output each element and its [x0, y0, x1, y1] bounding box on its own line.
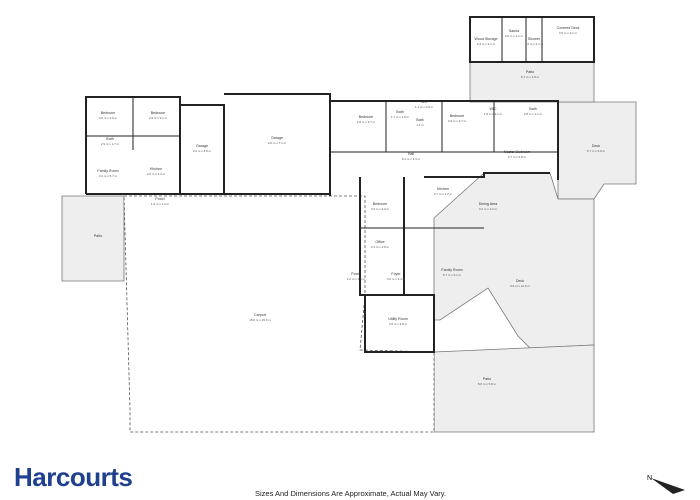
room-dims-bedroom-west-1: 3.6 m x 2.6 m	[99, 116, 118, 120]
room-dims-deck-big: 9.6 m x 12.0 m	[510, 284, 530, 288]
room-dims-patio-top: 6.7 m x 2.8 m	[521, 75, 540, 79]
room-dims-shower: 1.2 m x 2.1 m	[525, 42, 544, 46]
room-dims-bedroom-east: 2.9 m x 3.7 m	[448, 119, 467, 123]
disclaimer-text: Sizes And Dimensions Are Approximate, Ac…	[255, 489, 447, 498]
room-label-foyer: Foyer	[391, 272, 401, 276]
room-label-carport: Carport	[254, 313, 266, 317]
room-label-hall: Hall	[408, 152, 414, 156]
room-dims-bedroom-west-2: 2.9 m x 3.1 m	[149, 116, 168, 120]
room-label-bath-west: Bath	[106, 137, 113, 141]
room-label-family-middle: Family Room	[441, 268, 462, 272]
patio-top-area	[469, 61, 595, 103]
room-dims-bath-central: 1.7 m x 1.6 m	[391, 115, 410, 119]
room-label-porch-west: Porch	[155, 197, 164, 201]
room-label-office: Office	[375, 240, 384, 244]
room-label-kitchen-west: Kitchen	[150, 167, 162, 171]
room-dims-master-bedroom: 3.7 m x 3.8 m	[508, 155, 527, 159]
patio-west-area	[61, 195, 125, 282]
carport-area	[123, 195, 435, 433]
room-dims-wic: 1.8 m x 2.1 m	[484, 112, 503, 116]
north-label: N	[647, 475, 652, 482]
room-label-sauna: Sauna	[509, 29, 519, 33]
north-arrow-icon: N	[647, 475, 685, 494]
room-label-wic: WIC	[490, 107, 497, 111]
room-label-bath-east: Bath	[529, 107, 536, 111]
room-label-bath-central-2: Bath	[416, 118, 423, 122]
room-dims-foyer: 3.0 m x 3.4 m	[387, 277, 406, 281]
room-dims-deck-northeast: 5.7 m x 6.9 m	[587, 149, 606, 153]
room-label-kitchen-middle: Kitchen	[437, 187, 449, 191]
room-label-patio-southeast: Patio	[483, 377, 491, 381]
room-dims-wc: 1.1 m x 0.8 m	[415, 105, 434, 109]
room-dims-office: 2.4 m x 2.8 m	[371, 245, 390, 249]
room-dims-family-west: 3.2 m x 5.7 m	[99, 174, 118, 178]
room-dims-hall: 8.1 m x 3.3 m	[402, 157, 421, 161]
room-label-bedroom-central: Bedroom	[359, 115, 374, 119]
room-dims-carport: 15.6 m x 15.9 m	[249, 318, 271, 322]
room-dims-covered-deck: 3.5 m x 3.1 m	[559, 31, 578, 35]
garage-small-wall	[180, 104, 225, 194]
room-label-utility: Utility Room	[388, 317, 407, 321]
room-label-deck-big: Deck	[516, 279, 524, 283]
room-label-garage-small: Garage	[196, 144, 208, 148]
utility-wall	[364, 294, 435, 353]
room-label-covered-deck: Covered Deck	[557, 26, 580, 30]
room-dims-kitchen-west: 2.6 m x 3.2 m	[147, 172, 166, 176]
room-label-garage-large: Garage	[271, 136, 283, 140]
room-label-bedroom-east: Bedroom	[450, 114, 465, 118]
room-label-shower: Shower	[528, 37, 541, 41]
room-dims-wood-storage: 2.4 m x 3.1 m	[477, 42, 496, 46]
room-label-patio-top: Patio	[526, 70, 534, 74]
floor-plan: Wood Storage 2.4 m x 3.1 m Sauna 2.0 m x…	[61, 16, 637, 433]
room-dims-bedroom-middle: 3.0 m x 3.0 m	[371, 207, 390, 211]
room-dims-porch-west: 1.6 m x 1.2 m	[151, 202, 170, 206]
outbuilding-wall	[469, 16, 595, 63]
room-label-dining: Dining Area	[479, 202, 498, 206]
walls	[85, 16, 595, 353]
room-label-bath-central: Bath	[396, 110, 403, 114]
middle-wing-wall	[359, 177, 365, 296]
kitchen-wing-wall	[403, 177, 435, 320]
room-label-master-bedroom: Master Bedroom	[504, 150, 531, 154]
room-label-porch-middle: Porch	[351, 272, 360, 276]
kitchen-east-wall	[424, 172, 550, 178]
room-label-wood-storage: Wood Storage	[475, 37, 498, 41]
room-dims-patio-southeast: 8.6 m x 5.8 m	[478, 382, 497, 386]
room-label-wc: WC	[421, 100, 427, 104]
room-label-family-west: Family Room	[97, 169, 118, 173]
room-labels: Wood Storage 2.4 m x 3.1 m Sauna 2.0 m x…	[94, 26, 606, 386]
room-dims-garage-large: 9.0 m x 7.1 m	[268, 141, 287, 145]
room-dims-family-middle: 5.7 m x 6.1 m	[443, 273, 462, 277]
room-label-deck-northeast: Deck	[592, 144, 600, 148]
deck-large-area	[433, 172, 595, 349]
room-label-bedroom-west-2: Bedroom	[151, 111, 166, 115]
room-label-bedroom-west-1: Bedroom	[101, 111, 116, 115]
harcourts-logo: Harcourts	[14, 462, 133, 492]
room-dims-bedroom-central: 2.8 m x 3.7 m	[357, 120, 376, 124]
room-dims-utility: 4.6 m x 3.8 m	[389, 322, 408, 326]
room-dims-porch-middle: 2.2 m x 2.5 m	[347, 277, 366, 281]
room-dims-dining: 3.2 m x 4.2 m	[479, 207, 498, 211]
garage-large-wall	[224, 93, 331, 196]
room-dims-bath-central-2: 1.4 m	[416, 123, 424, 127]
room-label-bedroom-middle: Bedroom	[373, 202, 388, 206]
room-dims-garage-small: 3.2 m x 6.8 m	[193, 149, 212, 153]
room-label-patio-west: Patio	[94, 234, 102, 238]
patio-southeast-area	[433, 344, 595, 433]
room-dims-kitchen-middle: 3.7 m x 4.2 m	[434, 192, 453, 196]
room-dims-bath-east: 2.8 m x 2.1 m	[524, 112, 543, 116]
outdoor-areas	[61, 61, 637, 433]
room-dims-sauna: 2.0 m x 2.1 m	[505, 34, 524, 38]
room-dims-bath-west: 2.9 m x 1.7 m	[101, 142, 120, 146]
central-wing-wall	[330, 100, 559, 180]
